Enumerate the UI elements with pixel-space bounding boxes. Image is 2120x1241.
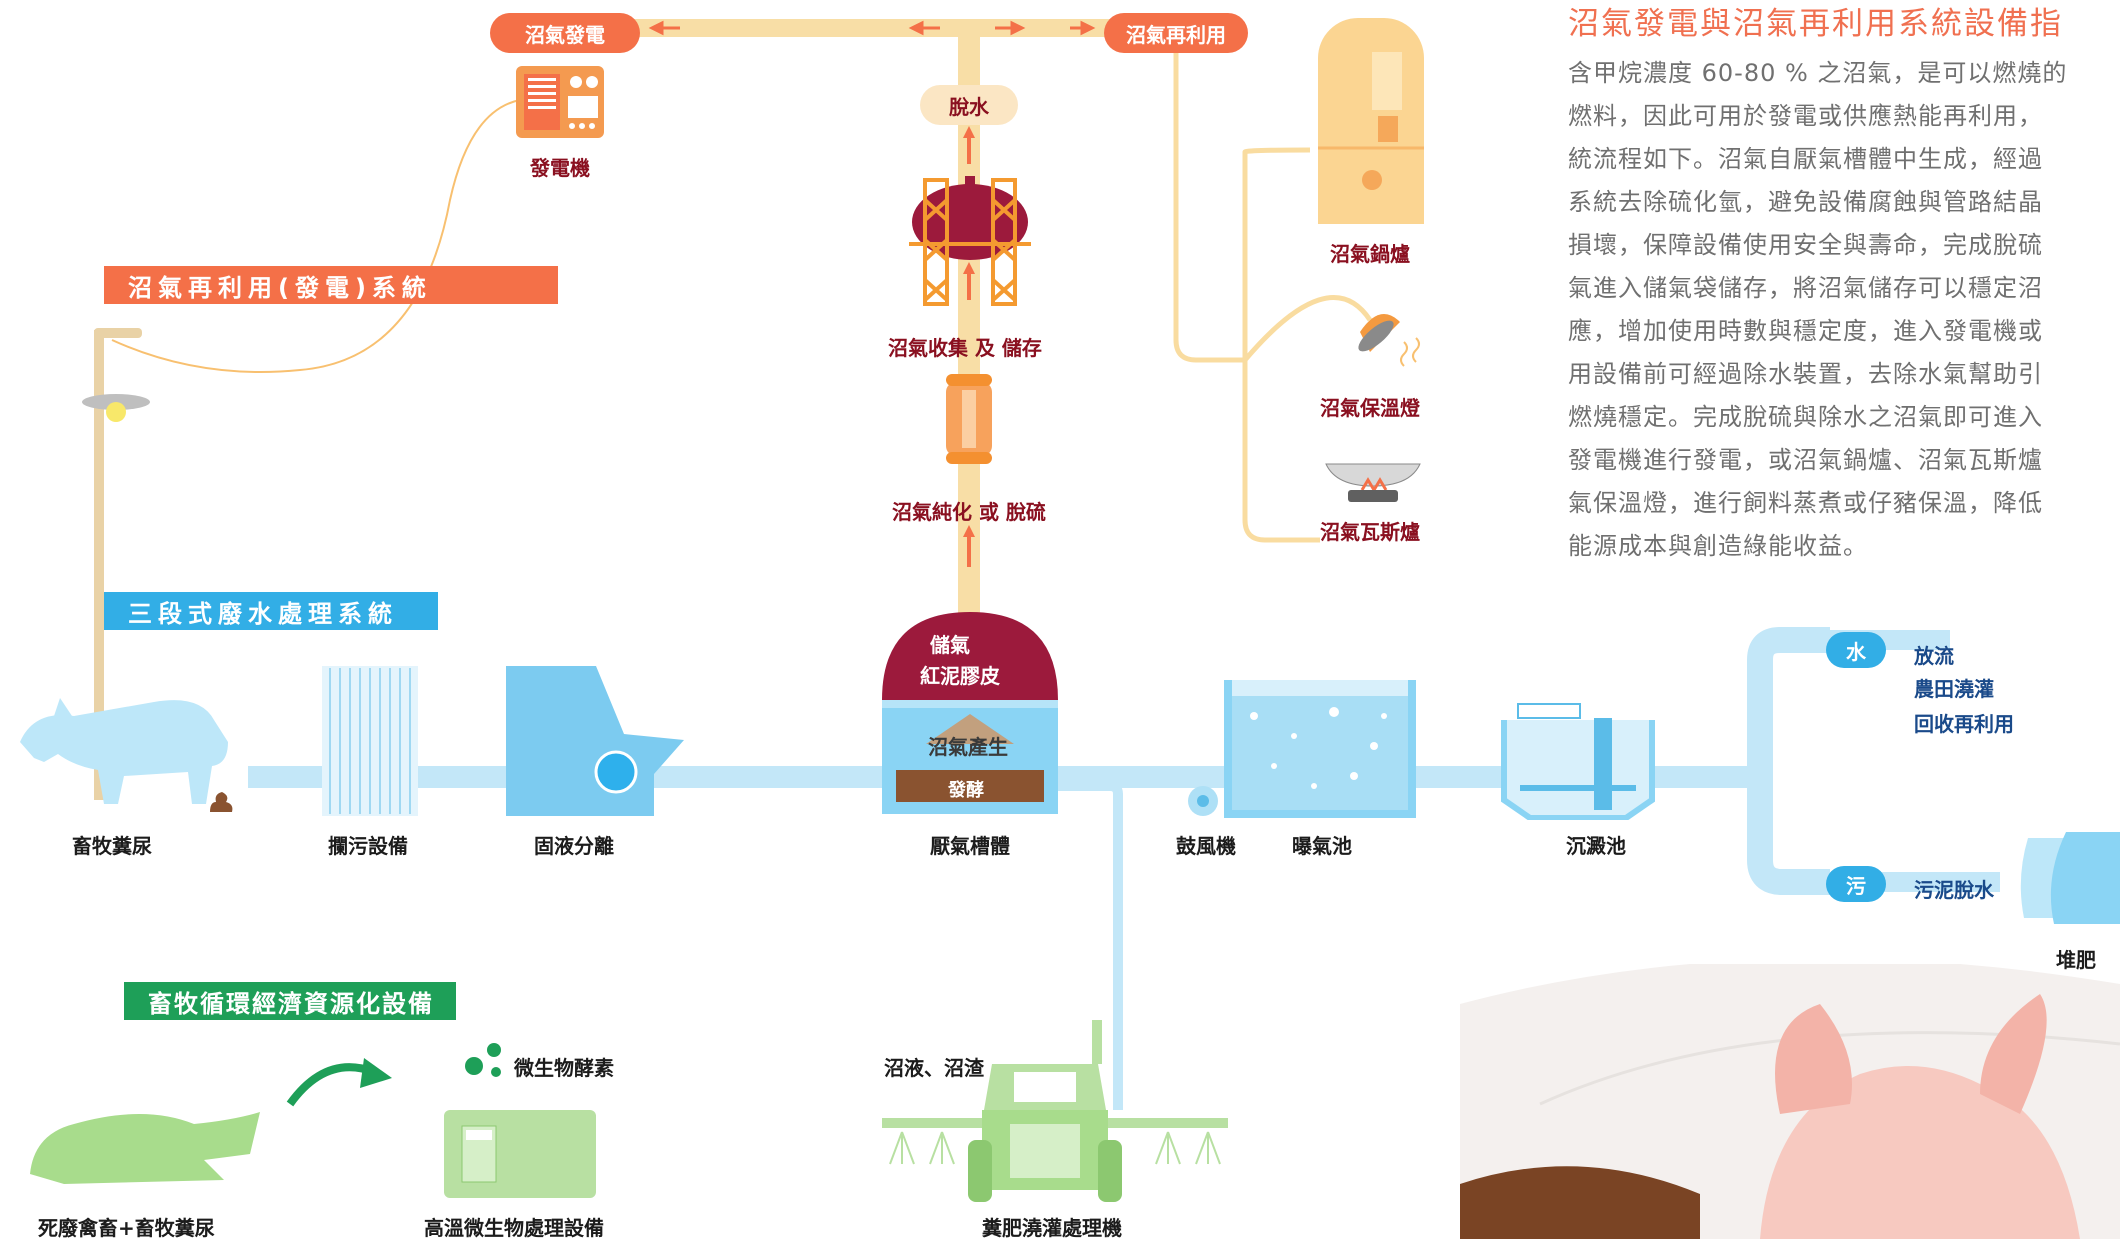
liquid-label: 沼液、沼渣 xyxy=(884,1056,984,1080)
water-output-3: 回收再利用 xyxy=(1914,712,2014,736)
compost-label: 堆肥 xyxy=(2056,948,2096,972)
description-line: 燃料，因此可用於發電或供應熱能再利用， xyxy=(1568,102,2043,130)
dead-livestock-label: 死廢禽畜+畜牧糞尿 xyxy=(38,1216,215,1240)
compost-bags-icon xyxy=(2020,832,2120,924)
gas-flow-arrows xyxy=(648,20,1096,36)
wastewater-banner: 三段式廢水處理系統 xyxy=(104,592,438,630)
aeration-label: 曝氣池 xyxy=(1292,834,1352,858)
description-line: 系統去除硫化氫，避免設備腐蝕與管路結晶 xyxy=(1568,188,2043,216)
blower-label: 鼓風機 xyxy=(1176,834,1236,858)
gas-storage-tank-icon xyxy=(909,176,1031,306)
description-line: 用設備前可經過除水裝置，去除水氣幫助引 xyxy=(1568,360,2043,388)
screen-equipment-icon xyxy=(322,666,418,816)
description-line: 氣進入儲氣袋儲存，將沼氣儲存可以穩定沼 xyxy=(1568,274,2043,302)
lamp-post xyxy=(94,330,104,800)
screen-label: 攔污設備 xyxy=(328,834,408,858)
high-temp-label: 高溫微生物處理設備 xyxy=(424,1216,604,1240)
dewater-pill: 脫水 xyxy=(920,85,1018,125)
water-output-2: 農田澆灌 xyxy=(1914,677,1994,701)
gas-stove-label: 沼氣瓦斯爐 xyxy=(1320,520,1420,544)
biogas-system-banner: 沼氣再利用(發電)系統 xyxy=(104,266,558,304)
boiler-label: 沼氣鍋爐 xyxy=(1330,242,1410,266)
microbe-label: 微生物酵素 xyxy=(514,1056,614,1080)
description-line: 統流程如下。沼氣自厭氣槽體中生成，經過 xyxy=(1568,145,2043,173)
digester-dome-line1: 儲氣 xyxy=(930,633,970,657)
circular-economy-banner: 畜牧循環經濟資源化設備 xyxy=(124,982,456,1020)
description-line: 發電機進行發電，或沼氣鍋爐、沼氣瓦斯爐 xyxy=(1568,446,2043,474)
section-title: 沼氣發電與沼氣再利用系統設備指 xyxy=(1568,6,2063,42)
water-badge: 水 xyxy=(1826,632,1886,668)
tractor-label: 糞肥澆灌處理機 xyxy=(982,1216,1122,1240)
generator-icon xyxy=(516,66,604,138)
flow-arrow-icon xyxy=(286,1058,392,1107)
purify-label: 沼氣純化 或 脫硫 xyxy=(892,500,1046,524)
sludge-badge: 污 xyxy=(1826,866,1886,902)
description-line: 氣保溫燈，進行飼料蒸煮或仔豬保溫，降低 xyxy=(1568,489,2043,517)
digester-icon xyxy=(882,612,1058,814)
reuse-line-4 xyxy=(1243,295,1373,362)
gas-storage-label: 沼氣收集 及 儲存 xyxy=(888,336,1042,360)
aeration-tank-icon xyxy=(1224,680,1416,818)
tractor-icon xyxy=(882,1020,1228,1202)
power-wire xyxy=(111,99,521,373)
dead-livestock-icon xyxy=(30,1112,260,1184)
sediment-tank-icon xyxy=(1501,703,1655,820)
separator-label: 固液分離 xyxy=(534,834,614,858)
gas-up-arrows xyxy=(963,126,975,567)
reuse-line-1 xyxy=(1173,40,1245,363)
description-line: 含甲烷濃度 60-80 % 之沼氣，是可以燃燒的 xyxy=(1568,59,2068,87)
digestate-pipe xyxy=(1050,781,1123,1110)
desulfurizer-icon xyxy=(946,374,992,464)
blower-icon xyxy=(1188,786,1218,816)
sludge-out-pipe xyxy=(1747,777,1830,895)
water-out-pipe xyxy=(1747,627,1830,777)
description-paragraph: 含甲烷濃度 60-80 % 之沼氣，是可以燃燒的 燃料，因此可用於發電或供應熱能… xyxy=(1568,52,2120,572)
digester-dome-line2: 紅泥膠皮 xyxy=(920,664,1000,688)
piglet-photo xyxy=(1460,964,2120,1239)
biogas-power-pill: 沼氣發電 xyxy=(490,13,640,53)
description-line: 燃燒穩定。完成脫硫與除水之沼氣即可進入 xyxy=(1568,403,2043,431)
water-output-1: 放流 xyxy=(1914,644,1954,668)
reuse-line-2 xyxy=(1242,152,1320,543)
separator-icon xyxy=(506,666,684,816)
gas-stove-icon xyxy=(1325,463,1421,502)
reuse-line-3 xyxy=(1242,147,1311,155)
digester-label: 厭氣槽體 xyxy=(930,834,1010,858)
description-line: 損壞，保障設備使用安全與壽命，完成脫硫 xyxy=(1568,231,2043,259)
digester-gas-label: 沼氣產生 xyxy=(928,735,1008,759)
heat-lamp-label: 沼氣保溫燈 xyxy=(1320,396,1420,420)
pig-icon xyxy=(20,698,228,804)
sludge-output: 污泥脫水 xyxy=(1914,878,1994,902)
microbe-icon xyxy=(465,1043,501,1077)
description-line: 能源成本與創造綠能收益。 xyxy=(1568,532,1868,560)
manure-label: 畜牧糞尿 xyxy=(72,834,152,858)
biogas-reuse-pill: 沼氣再利用 xyxy=(1104,13,1248,53)
manure-icon xyxy=(210,792,233,812)
heat-lamp-icon xyxy=(1358,314,1420,367)
boiler-icon xyxy=(1318,18,1424,224)
description-line: 應，增加使用時數與穩定度，進入發電機或 xyxy=(1568,317,2043,345)
generator-label: 發電機 xyxy=(530,156,590,180)
gas-pipe-horizontal xyxy=(620,19,1140,37)
digester-ferment-label: 發酵 xyxy=(948,780,984,801)
high-temp-machine-icon xyxy=(444,1110,596,1198)
sediment-label: 沉澱池 xyxy=(1566,834,1626,858)
